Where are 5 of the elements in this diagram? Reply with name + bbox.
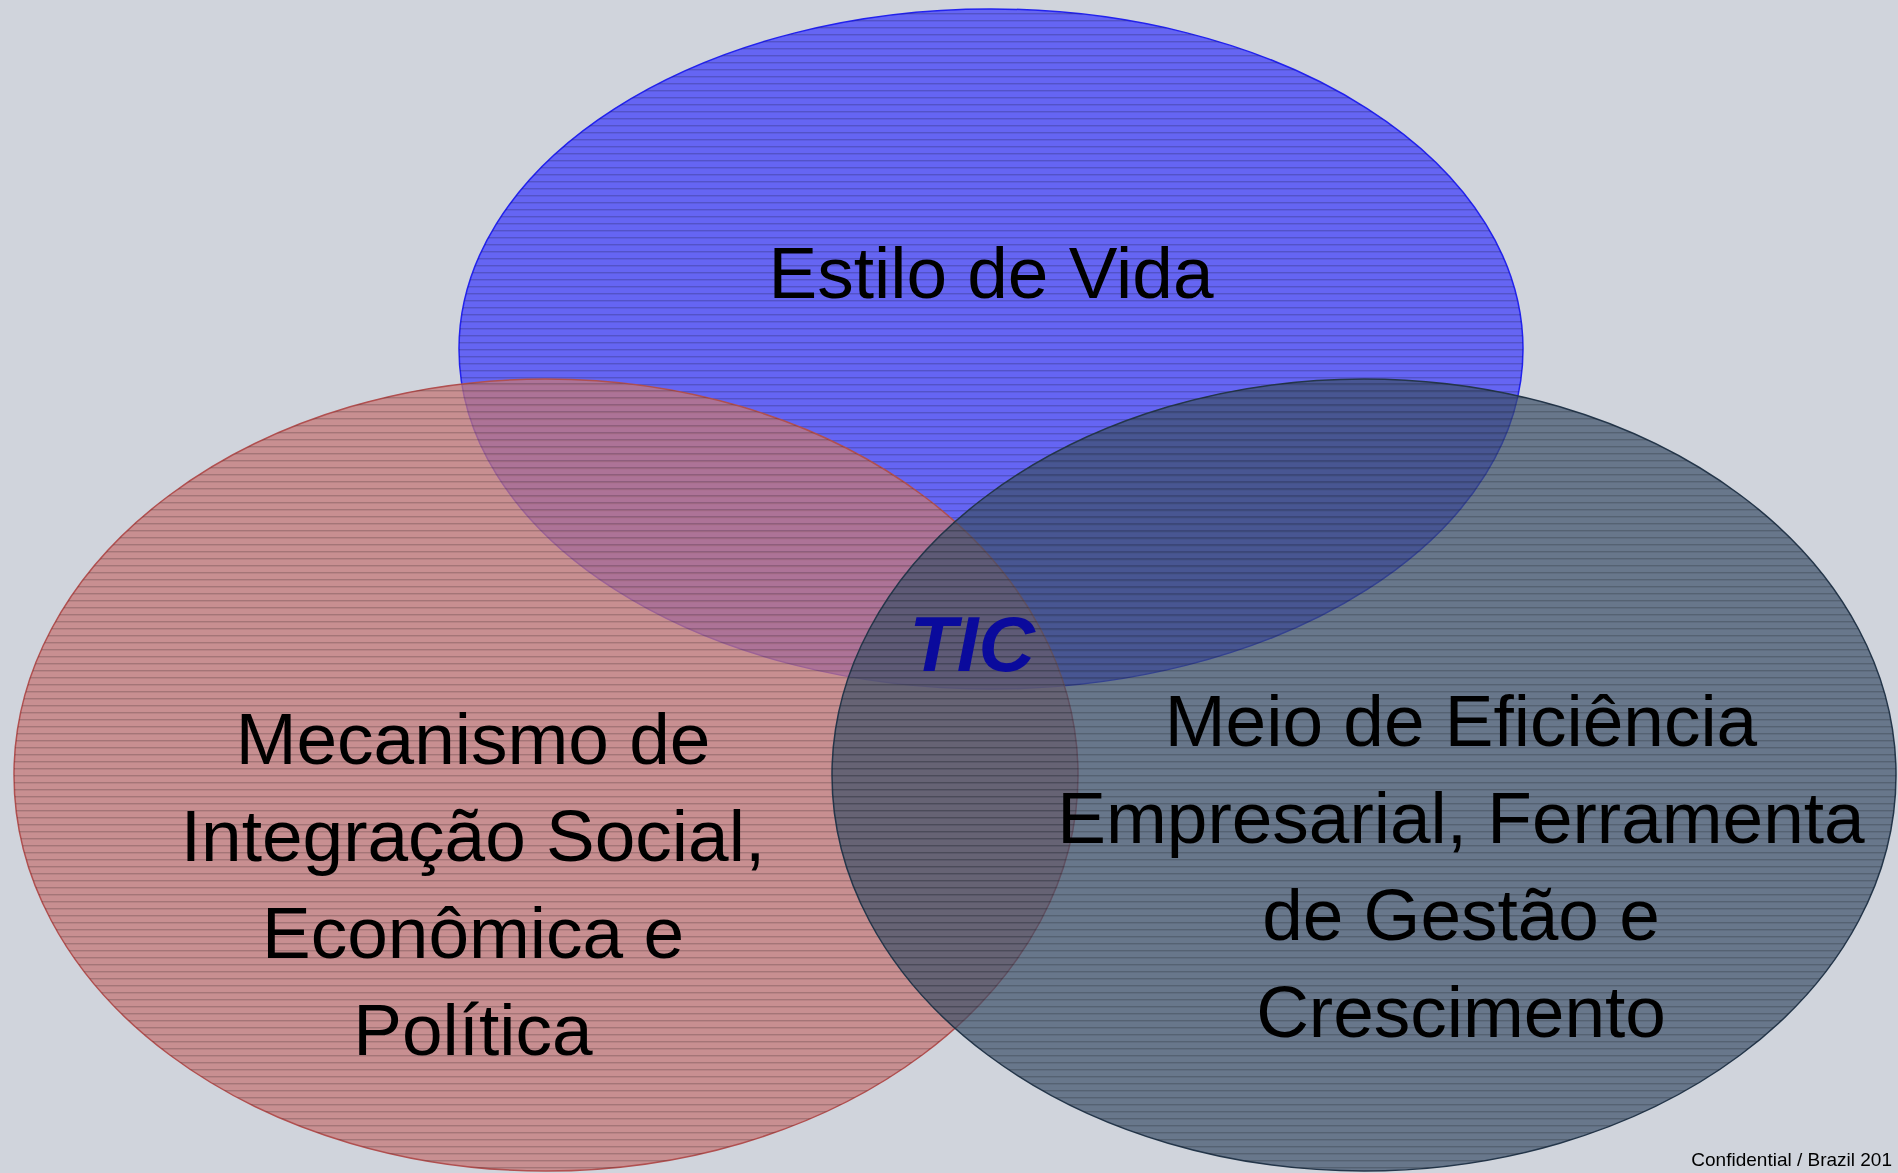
center-label: TIC [909, 598, 1035, 690]
circle-label: Estilo de Vida [767, 230, 1215, 315]
circle-label: Meio de Eficiência Empresarial, Ferramenta de Gestão e Crescimento [1056, 679, 1866, 1054]
circle-label: Mecanismo de Integração Social, Econômica e Política [179, 697, 767, 1072]
footer-note: Confidential / Brazil 201 [1691, 1149, 1892, 1171]
